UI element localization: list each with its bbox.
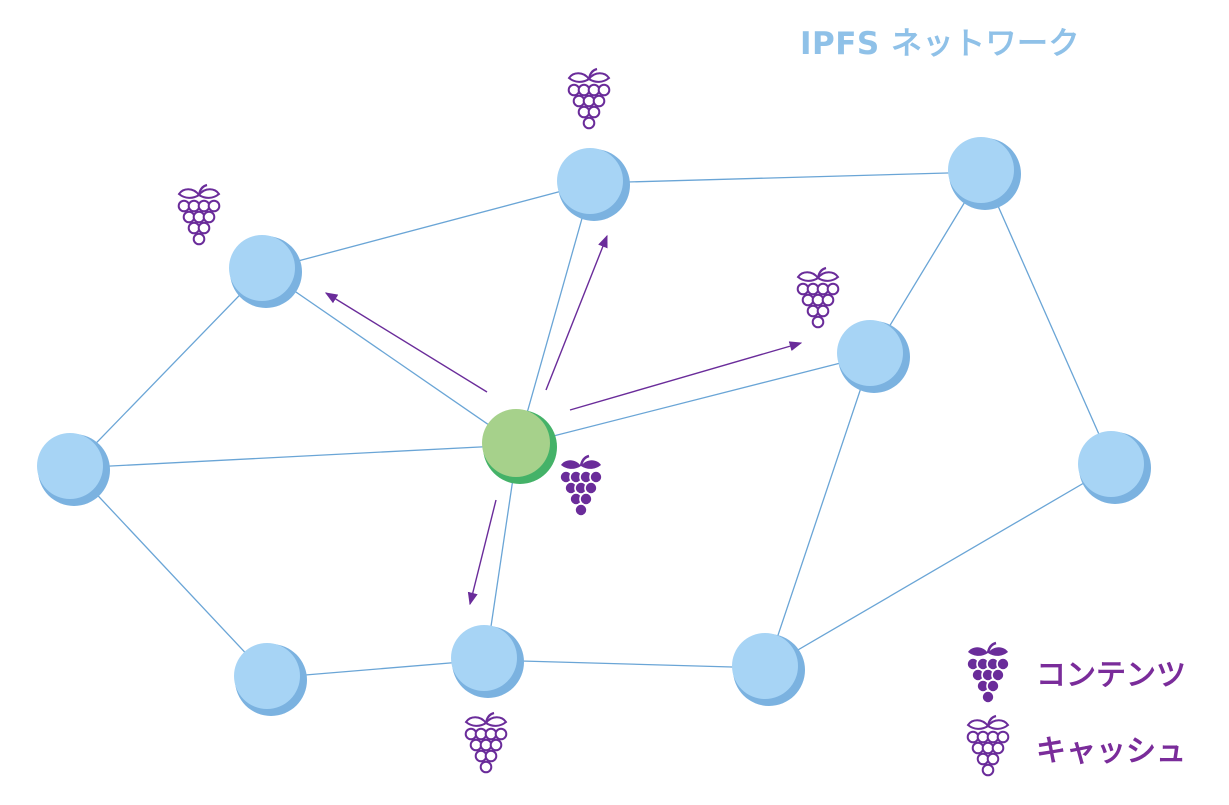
edge [263, 182, 593, 271]
grape-outline-icon [796, 266, 840, 329]
peer-node[interactable] [229, 235, 302, 308]
network-edges [71, 171, 1114, 679]
edge [71, 269, 265, 469]
edge [766, 354, 873, 669]
edge [71, 444, 519, 469]
arrow [324, 292, 488, 393]
peer-node[interactable] [234, 643, 307, 716]
network-nodes [37, 137, 1151, 716]
diagram-title: IPFS ネットワーク [800, 26, 1081, 62]
peer-node[interactable] [948, 137, 1021, 210]
grape-filled-icon [965, 641, 1011, 705]
legend-cache-label: キャッシュ [1036, 734, 1186, 769]
propagation-arrows [324, 234, 803, 606]
peer-node[interactable] [1078, 431, 1151, 504]
legend-icons [965, 641, 1011, 777]
arrow [569, 341, 803, 411]
grape-outline-icon [966, 714, 1010, 777]
origin-node[interactable] [482, 409, 557, 484]
edge [71, 467, 270, 679]
arrow [467, 499, 497, 606]
grape-outline-icon [567, 67, 611, 130]
grape-outline-icon [464, 711, 508, 774]
peer-node[interactable] [37, 433, 110, 506]
edge [263, 269, 519, 446]
edge [591, 171, 984, 184]
peer-node[interactable] [557, 148, 630, 221]
peer-node[interactable] [837, 320, 910, 393]
edge [982, 171, 1114, 467]
edge [517, 354, 873, 446]
peer-node[interactable] [451, 625, 524, 698]
edge [766, 465, 1114, 669]
grape-filled-icon [558, 454, 604, 518]
grape-outline-icon [177, 183, 221, 246]
edge [485, 659, 768, 669]
edge [517, 182, 593, 446]
legend-content-label: コンテンツ [1036, 658, 1186, 693]
peer-node[interactable] [732, 633, 805, 706]
arrow [545, 234, 608, 391]
